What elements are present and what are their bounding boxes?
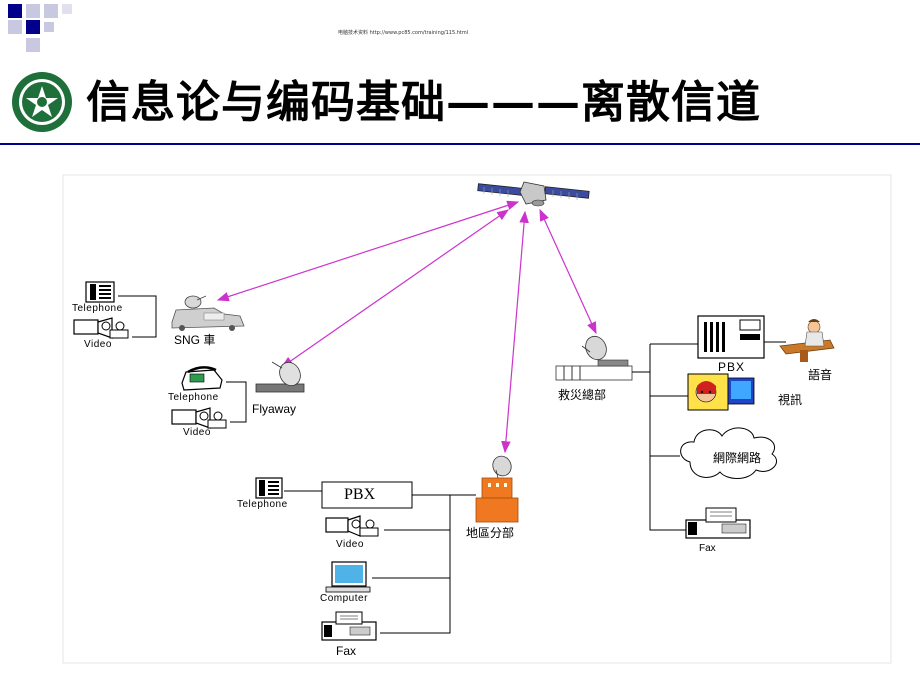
- sng-station-label: SNG 車: [174, 333, 216, 347]
- video-camera-icon: [73, 317, 129, 339]
- desk-phone-icon: [181, 366, 223, 391]
- computer-icon: [325, 561, 371, 593]
- internet-cloud-icon: [680, 427, 778, 479]
- fax-machine-icon: [321, 611, 377, 641]
- branch-video-label: Video: [336, 539, 364, 550]
- link-branch: [501, 210, 529, 454]
- flyaway-video-label: Video: [183, 427, 211, 438]
- link-sng: [216, 200, 520, 302]
- satellite-icon: [477, 181, 590, 207]
- fax-machine-icon: [685, 507, 751, 539]
- video-camera-icon: [325, 515, 379, 537]
- video-conference-icon: [687, 373, 755, 411]
- source-url: 电脑技术资料 http://www.pc85.com/training/115.…: [338, 30, 469, 36]
- branch-station-label: 地區分部: [466, 526, 515, 540]
- hq-video-conference-label: 視訊: [778, 393, 803, 407]
- branch-building-icon: [475, 455, 519, 523]
- hq-pbx-label: PBX: [718, 360, 746, 374]
- branch-pbx-label: PBX: [344, 486, 376, 503]
- title-divider: [0, 143, 920, 145]
- branch-fax-label: Fax: [336, 644, 357, 658]
- branch-telephone-label: Telephone: [237, 499, 288, 510]
- flyaway-antenna-icon: [255, 361, 305, 393]
- hq-fax-label: Fax: [699, 543, 716, 554]
- link-hq: [539, 208, 597, 335]
- hq-voice-label: 語音: [808, 368, 833, 382]
- telephone-icon: [85, 281, 115, 303]
- flyaway-telephone-label: Telephone: [168, 392, 219, 403]
- sng-video-label: Video: [84, 339, 112, 350]
- video-camera-icon: [171, 407, 227, 429]
- hq-building-icon: [555, 335, 633, 381]
- flyaway-station-label: Flyaway: [252, 402, 297, 416]
- telephone-icon: [255, 477, 283, 499]
- sng-telephone-label: Telephone: [72, 303, 123, 314]
- sng-truck-icon: [171, 295, 245, 331]
- page-title: 信息论与编码基础———离散信道: [86, 77, 761, 128]
- link-flyaway: [281, 209, 509, 368]
- hq-station-label: 救災總部: [558, 388, 607, 402]
- hq-internet-label: 網際網路: [713, 451, 762, 465]
- pbx-box: [321, 481, 413, 509]
- branch-computer-label: Computer: [320, 593, 368, 604]
- pbx-cabinet-icon: [697, 315, 765, 359]
- operator-person-icon: [779, 319, 835, 362]
- university-logo-icon: [12, 72, 72, 132]
